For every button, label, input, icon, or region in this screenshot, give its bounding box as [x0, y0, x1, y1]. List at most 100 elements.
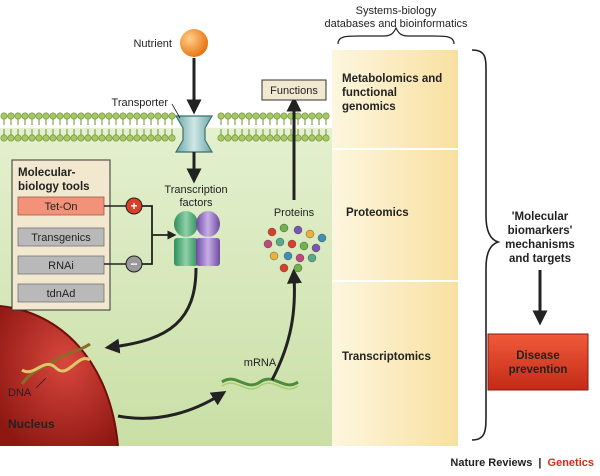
lipid-head: [308, 112, 316, 120]
lipid-head: [259, 112, 267, 120]
lipid-head: [7, 112, 15, 120]
functions-box: [261, 79, 327, 101]
lipid-head: [140, 112, 148, 120]
lipid-head: [280, 134, 288, 142]
plus-symbol: +: [130, 199, 137, 213]
nutrient-label: Nutrient: [133, 38, 172, 50]
disease-prevention-box: [487, 333, 589, 391]
tools-title-line1: Molecular-: [18, 167, 76, 179]
footer-separator: |: [538, 457, 541, 469]
proteomics-label: Proteomics: [346, 207, 409, 219]
tool-rnai: [17, 255, 105, 275]
tool-tdnad: [17, 283, 105, 303]
lipid-head: [266, 112, 274, 120]
footer-section: Genetics: [548, 457, 594, 469]
lipid-head: [21, 134, 29, 142]
lipid-head: [63, 134, 71, 142]
lipid-head: [252, 112, 260, 120]
lipid-head: [266, 134, 274, 142]
mrna-label: mRNA: [244, 357, 277, 369]
transporter-channel: [174, 115, 214, 153]
lipid-head: [217, 134, 225, 142]
lipid-head: [147, 134, 155, 142]
protein-dot: [305, 229, 315, 239]
systems-biology-line1: Systems-biology: [356, 5, 437, 17]
biomarkers-line1: 'Molecular: [512, 211, 569, 223]
footer-journal: Nature Reviews: [450, 457, 532, 469]
protein-dot: [263, 239, 273, 249]
transcription-factors: [174, 211, 220, 266]
systems-biology-line2: databases and bioinformatics: [324, 18, 468, 30]
lipid-head: [126, 112, 134, 120]
lipid-head: [112, 112, 120, 120]
protein-dot: [307, 253, 317, 263]
transporter-label: Transporter: [112, 97, 169, 109]
lipid-head: [0, 112, 8, 120]
protein-dot: [311, 243, 321, 253]
tools-title-line2: biology tools: [18, 181, 90, 193]
systems-bracket: [471, 49, 501, 441]
lipid-head: [91, 134, 99, 142]
lipid-head: [70, 112, 78, 120]
nucleus: [0, 306, 118, 446]
lipid-head: [133, 134, 141, 142]
protein-dot: [293, 263, 303, 273]
lipid-head: [21, 112, 29, 120]
lipid-head: [98, 112, 106, 120]
nucleus-label: Nucleus: [8, 417, 55, 431]
header-bracket: [337, 26, 455, 45]
omics-panel-transcriptomics: [332, 282, 458, 446]
protein-dot: [279, 223, 289, 233]
cell-membrane: [0, 112, 330, 142]
protein-dot: [267, 227, 277, 237]
lipid-head: [63, 112, 71, 120]
lipid-head: [294, 134, 302, 142]
arrow-nucleus-to-mrna: [117, 391, 227, 420]
protein-dot: [275, 237, 285, 247]
dna-helix: [20, 342, 91, 385]
arrow-tf-to-nucleus: [104, 267, 198, 354]
lipid-head: [154, 134, 162, 142]
lipid-head: [28, 134, 36, 142]
lipid-head: [168, 134, 176, 142]
lipid-head: [238, 112, 246, 120]
lipid-head: [126, 134, 134, 142]
metabolomics-line2: functional: [342, 87, 397, 99]
lipid-head: [56, 112, 64, 120]
lipid-head: [119, 134, 127, 142]
lipid-head: [49, 134, 57, 142]
omics-panel-proteomics: [332, 150, 458, 280]
lipid-head: [252, 134, 260, 142]
lipid-head: [70, 134, 78, 142]
lipid-head: [28, 112, 36, 120]
mrna-strand-outline: [221, 382, 299, 390]
lipid-head: [273, 112, 281, 120]
lipid-head: [161, 134, 169, 142]
lipid-head: [119, 112, 127, 120]
protein-dot: [295, 253, 305, 263]
lipid-head: [49, 112, 57, 120]
metabolomics-line3: genomics: [342, 101, 396, 113]
lipid-head: [56, 134, 64, 142]
transcription-factors-line1: Transcription: [164, 184, 227, 196]
lipid-head: [301, 134, 309, 142]
biomarkers-line4: and targets: [509, 253, 571, 265]
lipid-head: [322, 134, 330, 142]
lipid-head: [14, 112, 22, 120]
lipid-head: [245, 112, 253, 120]
tool-tet-on-label: Tet-On: [44, 201, 77, 213]
arrow-mrna-to-proteins: [270, 268, 302, 381]
lipid-head: [147, 112, 155, 120]
biomarkers-line2: biomarkers': [508, 225, 573, 237]
protein-cluster: [263, 223, 327, 273]
footer-credit: Nature Reviews | Genetics: [450, 457, 594, 469]
mrna-strand: [221, 377, 299, 387]
lipid-head: [105, 134, 113, 142]
lipid-head: [238, 134, 246, 142]
lipid-head: [98, 134, 106, 142]
protein-dot: [287, 239, 297, 249]
lipid-head: [84, 134, 92, 142]
disease-line1: Disease: [516, 350, 559, 362]
lipid-head: [217, 112, 225, 120]
